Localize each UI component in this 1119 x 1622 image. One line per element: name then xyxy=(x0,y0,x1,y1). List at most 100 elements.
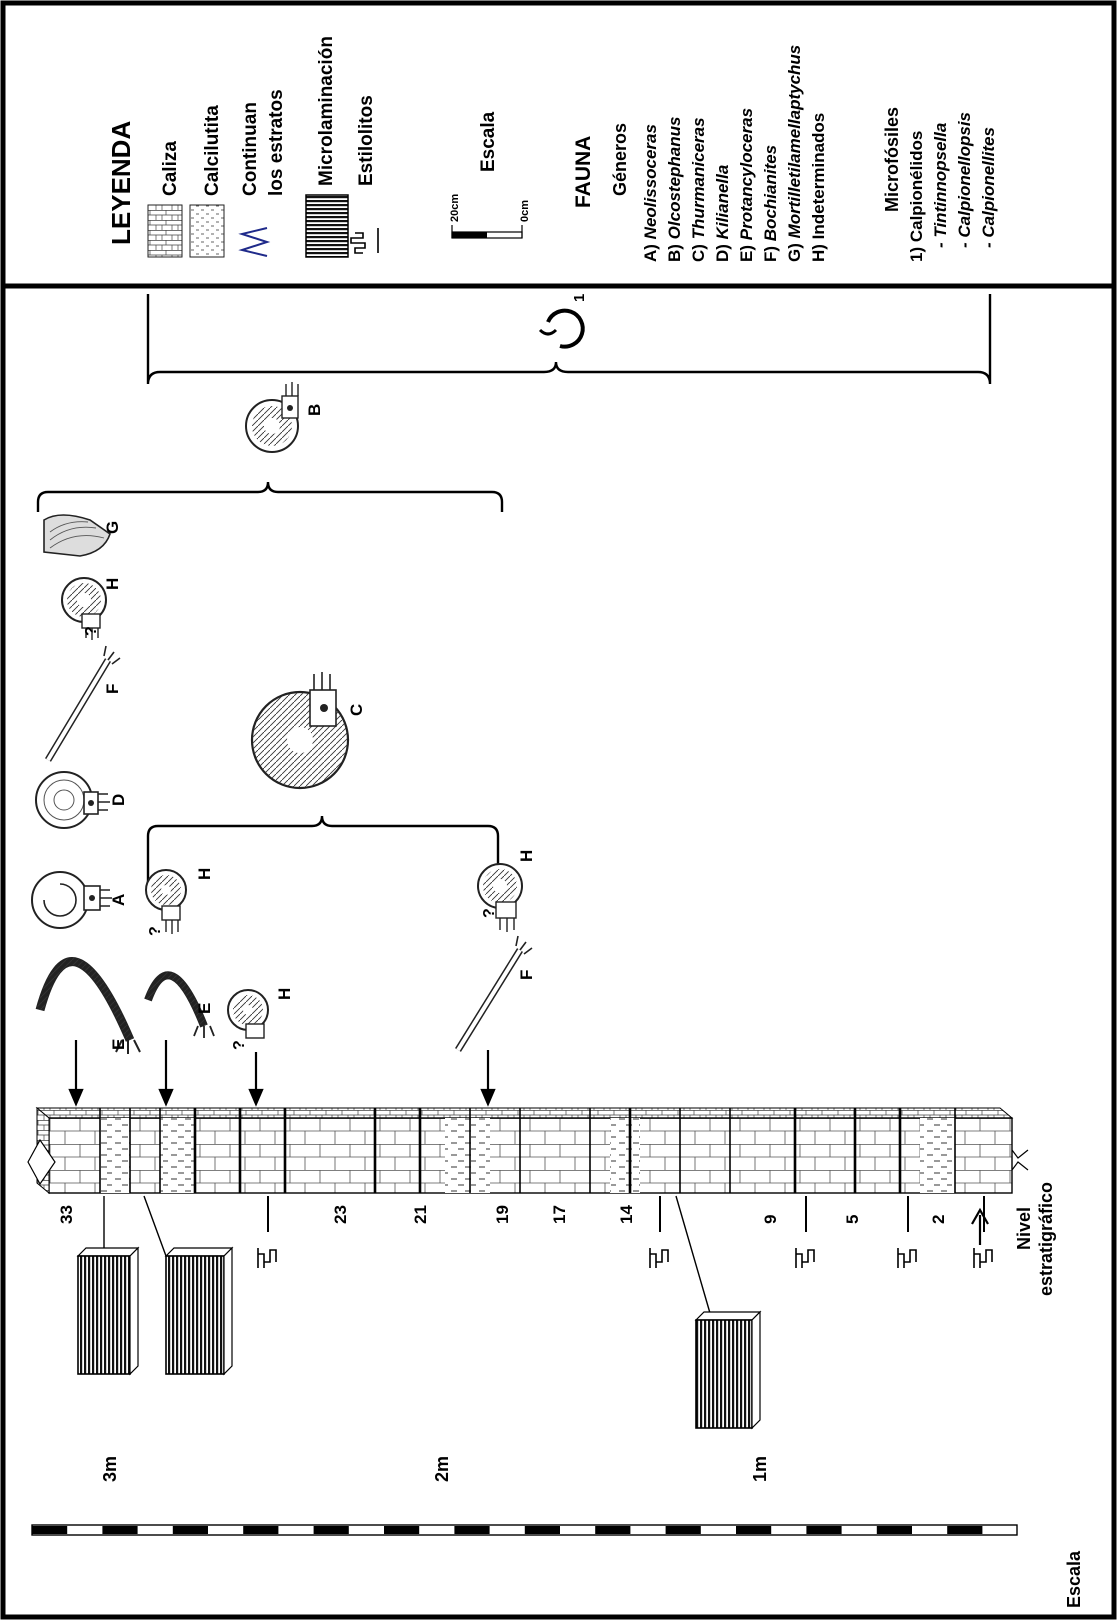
fossil-letter: H xyxy=(103,578,122,590)
fossil-arrows xyxy=(68,1040,496,1107)
genus-item: D) Kilianella xyxy=(713,165,732,262)
stylolite-icon xyxy=(257,1248,277,1268)
legend-title: LEYENDA xyxy=(106,121,136,245)
lamination-block-top xyxy=(76,1247,140,1257)
legend-scale-20cm: 20cm xyxy=(449,194,461,222)
fossil-H-top xyxy=(61,577,107,640)
stylolite-icon xyxy=(795,1248,815,1268)
ruler-segment xyxy=(172,1526,208,1534)
scale-mark-3m: 3m xyxy=(100,1456,120,1482)
fossil-C xyxy=(250,672,350,790)
microfossils-title: Microfósiles xyxy=(882,107,902,212)
fossil-H-mid1 xyxy=(145,869,187,934)
ruler-segment xyxy=(665,1526,701,1534)
ruler-segment xyxy=(524,1526,560,1534)
scale-ruler xyxy=(31,1524,1018,1536)
fossil-G xyxy=(43,514,111,557)
base-label-2: estratigráfico xyxy=(1036,1182,1056,1296)
legend-microlaminacion: Microlaminación xyxy=(316,36,337,186)
microfossil-number: 1 xyxy=(571,294,588,302)
microfossil-item: - Calpionellopsis xyxy=(955,112,974,248)
ruler-segment xyxy=(384,1526,420,1534)
calpionellid-icon xyxy=(538,308,585,349)
lamination-block-side xyxy=(751,1310,761,1430)
generos-title: Géneros xyxy=(610,123,630,196)
uncertain-mark: ? xyxy=(147,926,164,936)
bed-number: 33 xyxy=(57,1205,76,1224)
legend-scale-title: Escala xyxy=(478,111,499,172)
bed-number: 19 xyxy=(493,1205,512,1224)
fossil-E-mid xyxy=(144,971,215,1038)
legend-panel: LEYENDA Caliza Calcilutita Continuan los… xyxy=(106,36,998,262)
fossil-F-low xyxy=(455,935,533,1052)
fossil-letter: E xyxy=(195,1003,214,1014)
break-mark-bottom xyxy=(1011,1149,1029,1171)
ruler-segment xyxy=(102,1526,138,1534)
genus-item: E) Protancyloceras xyxy=(737,108,756,262)
fossil-letter: C xyxy=(347,704,366,716)
scale-ruler-label: Escala xyxy=(1064,1550,1084,1608)
stylolite-icon xyxy=(897,1248,917,1268)
fossil-E-top xyxy=(35,957,141,1054)
stylolite-icon xyxy=(649,1248,669,1268)
genus-item: A) Neolissoceras xyxy=(641,124,660,262)
genus-item: B) Olcostephanus xyxy=(665,117,684,262)
break-mark-top xyxy=(27,1138,56,1186)
legend-scale-bar xyxy=(451,225,523,239)
legend-continuan-2: los estratos xyxy=(266,89,287,196)
legend-continuan-1: Continuan xyxy=(240,102,261,196)
bed-number: 5 xyxy=(843,1215,862,1224)
base-arrow-icon xyxy=(971,1207,989,1245)
scale-mark-2m: 2m xyxy=(432,1456,452,1482)
ruler-segment xyxy=(454,1526,490,1534)
bed-number: 21 xyxy=(411,1205,430,1224)
microfossil-item: - Calpionellites xyxy=(979,127,998,248)
microfossil-item: 1) Calpionélidos xyxy=(907,131,926,262)
uncertain-mark: ? xyxy=(481,908,498,918)
ruler-segment xyxy=(876,1526,912,1534)
fossil-letter: H xyxy=(195,868,214,880)
fossil-letter: E xyxy=(109,1039,128,1050)
microlaminacion-symbol xyxy=(305,194,349,258)
ruler-segment xyxy=(313,1526,349,1534)
ruler-segment xyxy=(595,1526,631,1534)
lamination-leader xyxy=(675,1195,713,1321)
fossil-letter: F xyxy=(103,684,122,694)
fossil-letter: F xyxy=(517,970,536,980)
zigzag-symbol xyxy=(238,227,271,257)
lamination-block xyxy=(695,1319,753,1429)
microfossil-item: - Tintinnopsella xyxy=(931,123,950,248)
fossil-B xyxy=(245,382,299,453)
uncertain-mark: ? xyxy=(83,626,100,636)
ruler-segment xyxy=(947,1526,983,1534)
bed-number: 23 xyxy=(331,1205,350,1224)
microfossils-list: 1) Calpionélidos - Tintinnopsella - Calpio… xyxy=(907,112,998,262)
scale-mark-1m: 1m xyxy=(750,1456,770,1482)
lamination-leader xyxy=(143,1195,167,1257)
legend-calcilutita: Calcilutita xyxy=(202,105,223,196)
lamination-block-top xyxy=(164,1247,234,1257)
genus-item: H) Indeterminados xyxy=(809,113,828,262)
genus-item: C) Thurmaniceras xyxy=(689,117,708,262)
calcilutita-bed xyxy=(100,1118,130,1193)
stylolite-markers xyxy=(257,1196,993,1268)
ruler-segment xyxy=(806,1526,842,1534)
fossil-letter: B xyxy=(305,404,324,416)
fossil-letter: D xyxy=(109,794,128,806)
fossil-F-top xyxy=(44,645,121,762)
fauna-title: FAUNA xyxy=(572,136,595,208)
bed-number: 2 xyxy=(929,1215,948,1224)
genera-list: A) Neolissoceras B) Olcostephanus C) Thurm… xyxy=(641,45,828,262)
legend-scale-0cm: 0cm xyxy=(519,200,531,222)
lamination-block-side xyxy=(129,1246,139,1376)
stylolite-icon xyxy=(973,1248,993,1268)
fossil-letter: H xyxy=(517,850,536,862)
lamination-block-side xyxy=(223,1246,233,1376)
stylolite-symbol xyxy=(350,228,379,254)
column-top-face xyxy=(35,1107,1014,1119)
fossil-letter: H xyxy=(275,988,294,1000)
calcilutita-symbol xyxy=(189,204,225,258)
base-label-1: Nivel xyxy=(1014,1207,1034,1250)
